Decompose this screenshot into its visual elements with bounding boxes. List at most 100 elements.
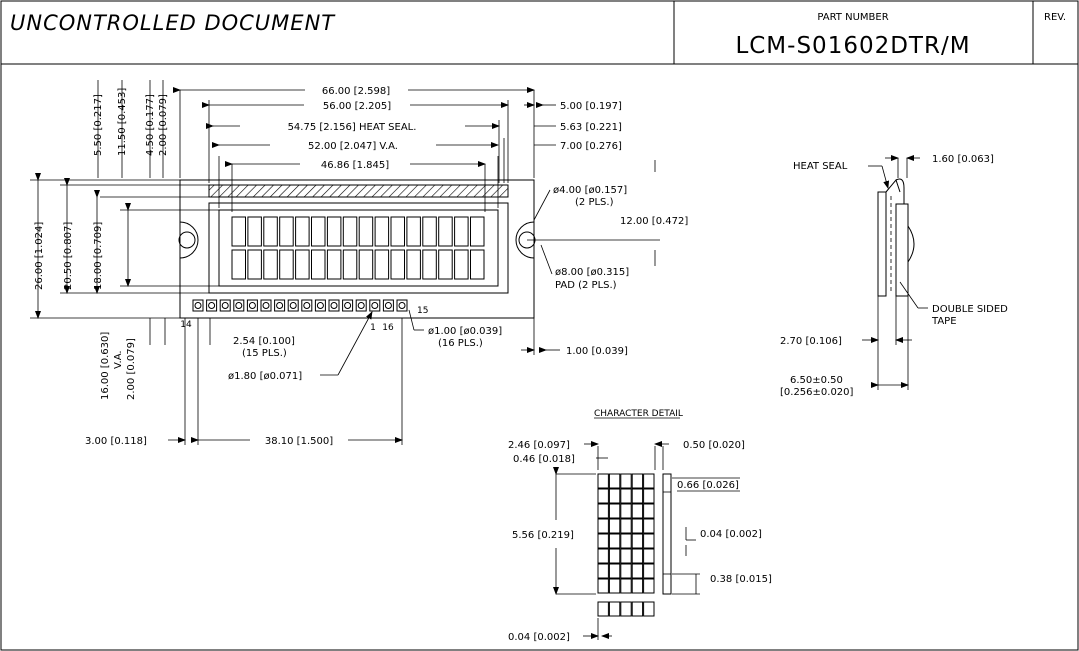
pin-1-label: 1 [370, 323, 376, 333]
dim-left-3: 18.00 [0.709] [93, 222, 104, 290]
char-dot [620, 533, 632, 549]
char-dot [631, 563, 644, 579]
pin-header [192, 299, 408, 312]
char-dim-bottom-gap: 0.04 [0.002] [508, 632, 570, 643]
dim-top-1: 5.50 [0.217] [93, 94, 104, 156]
character-cell [279, 216, 294, 247]
pin-pad [328, 299, 340, 312]
character-cell [342, 249, 358, 280]
char-dot [608, 548, 621, 564]
pin-hole [248, 302, 256, 309]
char-dot [597, 548, 609, 564]
character-cell [263, 249, 278, 280]
character-cell [438, 216, 453, 247]
character-cell [231, 249, 246, 280]
char-dot [643, 563, 655, 579]
dim-pin-hole-count: (16 PLS.) [438, 338, 483, 349]
side-pcb [895, 203, 909, 297]
char-dim-gap: 0.50 [0.020] [683, 440, 745, 451]
side-dim-total: 6.50±0.50 [790, 375, 843, 386]
character-cell [390, 216, 405, 247]
char-dot [620, 503, 632, 519]
cursor-dot [597, 601, 609, 617]
char-side-column [662, 473, 672, 595]
pin-hole [303, 302, 311, 309]
char-dot [620, 488, 632, 504]
char-dot [631, 473, 644, 489]
character-cell [454, 249, 469, 280]
dim-top-2: 11.50 [0.453] [117, 88, 128, 156]
top-left-dims: 5.50 [0.217] 11.50 [0.453] 4.50 [0.177] … [93, 80, 169, 178]
dim-mount-hole: ø4.00 [ø0.157] [553, 185, 627, 196]
char-dot [620, 473, 632, 489]
dim-pad: ø8.00 [ø0.315] [555, 267, 629, 278]
character-cells [231, 216, 485, 280]
dim-pin-pitch: 2.54 [0.100] [233, 336, 295, 347]
character-cell [470, 216, 485, 247]
dim-pin-pitch-count: (15 PLS.) [242, 348, 287, 359]
cursor-dot [643, 601, 655, 617]
character-cell [342, 216, 358, 247]
char-dim-cursor: 0.38 [0.015] [710, 574, 772, 585]
dim-bottom-2: 2.00 [0.079] [126, 338, 137, 400]
pin-hole [316, 302, 324, 309]
character-cell [358, 249, 374, 280]
pin-pad [396, 299, 408, 312]
cursor-dot [608, 601, 621, 617]
dim-top-4: 2.00 [0.079] [158, 94, 169, 156]
pin-14-label: 14 [180, 320, 192, 330]
pin-pad [287, 299, 299, 312]
pin-pad [206, 299, 218, 312]
dim-mount-hole-count: (2 PLS.) [575, 197, 614, 208]
dim-bezel-width: 56.00 [2.205] [323, 101, 391, 112]
pin-hole [235, 302, 243, 309]
character-cell [247, 216, 262, 247]
char-dot [597, 503, 609, 519]
character-cell [295, 249, 310, 280]
side-tape-label-2: TAPE [931, 316, 957, 327]
dim-pin-edge: 1.00 [0.039] [566, 346, 628, 357]
pin-pad [219, 299, 231, 312]
pin-pad [301, 299, 313, 312]
char-dot [608, 563, 621, 579]
pin-hole [276, 302, 284, 309]
char-dot [608, 503, 621, 519]
char-dim-width: 2.46 [0.097] [508, 440, 570, 451]
pin-hole [289, 302, 297, 309]
pin-pad [369, 299, 381, 312]
char-dot [620, 548, 632, 564]
left-mount-hole [178, 221, 199, 259]
char-dim-dot-h: 0.66 [0.026] [677, 480, 739, 491]
dim-top-3: 4.50 [0.177] [145, 94, 156, 156]
char-dot [597, 473, 609, 489]
pin-16-label: 16 [382, 323, 394, 333]
pin-pad [274, 299, 286, 312]
char-dot [643, 548, 655, 564]
rev-label: REV. [1044, 12, 1066, 23]
character-cell [326, 216, 342, 247]
char-dot [608, 578, 621, 594]
front-view: 66.00 [2.598] 56.00 [2.205] 54.75 [2.156… [30, 80, 688, 447]
pin-hole [330, 302, 338, 309]
pcb-outline [179, 179, 535, 319]
dim-va-width: 52.00 [2.047] V.A. [308, 141, 398, 152]
char-dot [597, 488, 609, 504]
pin-hole [371, 302, 379, 309]
char-dot [643, 503, 655, 519]
character-cell [311, 249, 326, 280]
pin-hole [398, 302, 406, 309]
pin-hole [357, 302, 365, 309]
char-dot [597, 518, 609, 534]
part-number: LCM-S01602DTR/M [735, 33, 970, 59]
char-dot [643, 488, 655, 504]
side-pad-bulge [907, 225, 915, 263]
side-dim-total-in: [0.256±0.020] [780, 387, 854, 398]
character-cell [374, 216, 390, 247]
part-number-label: PART NUMBER [817, 12, 888, 23]
side-dim-thickness: 1.60 [0.063] [932, 154, 994, 165]
char-dot [597, 578, 609, 594]
character-cell [454, 216, 469, 247]
character-cell [326, 249, 342, 280]
char-dot [620, 518, 632, 534]
